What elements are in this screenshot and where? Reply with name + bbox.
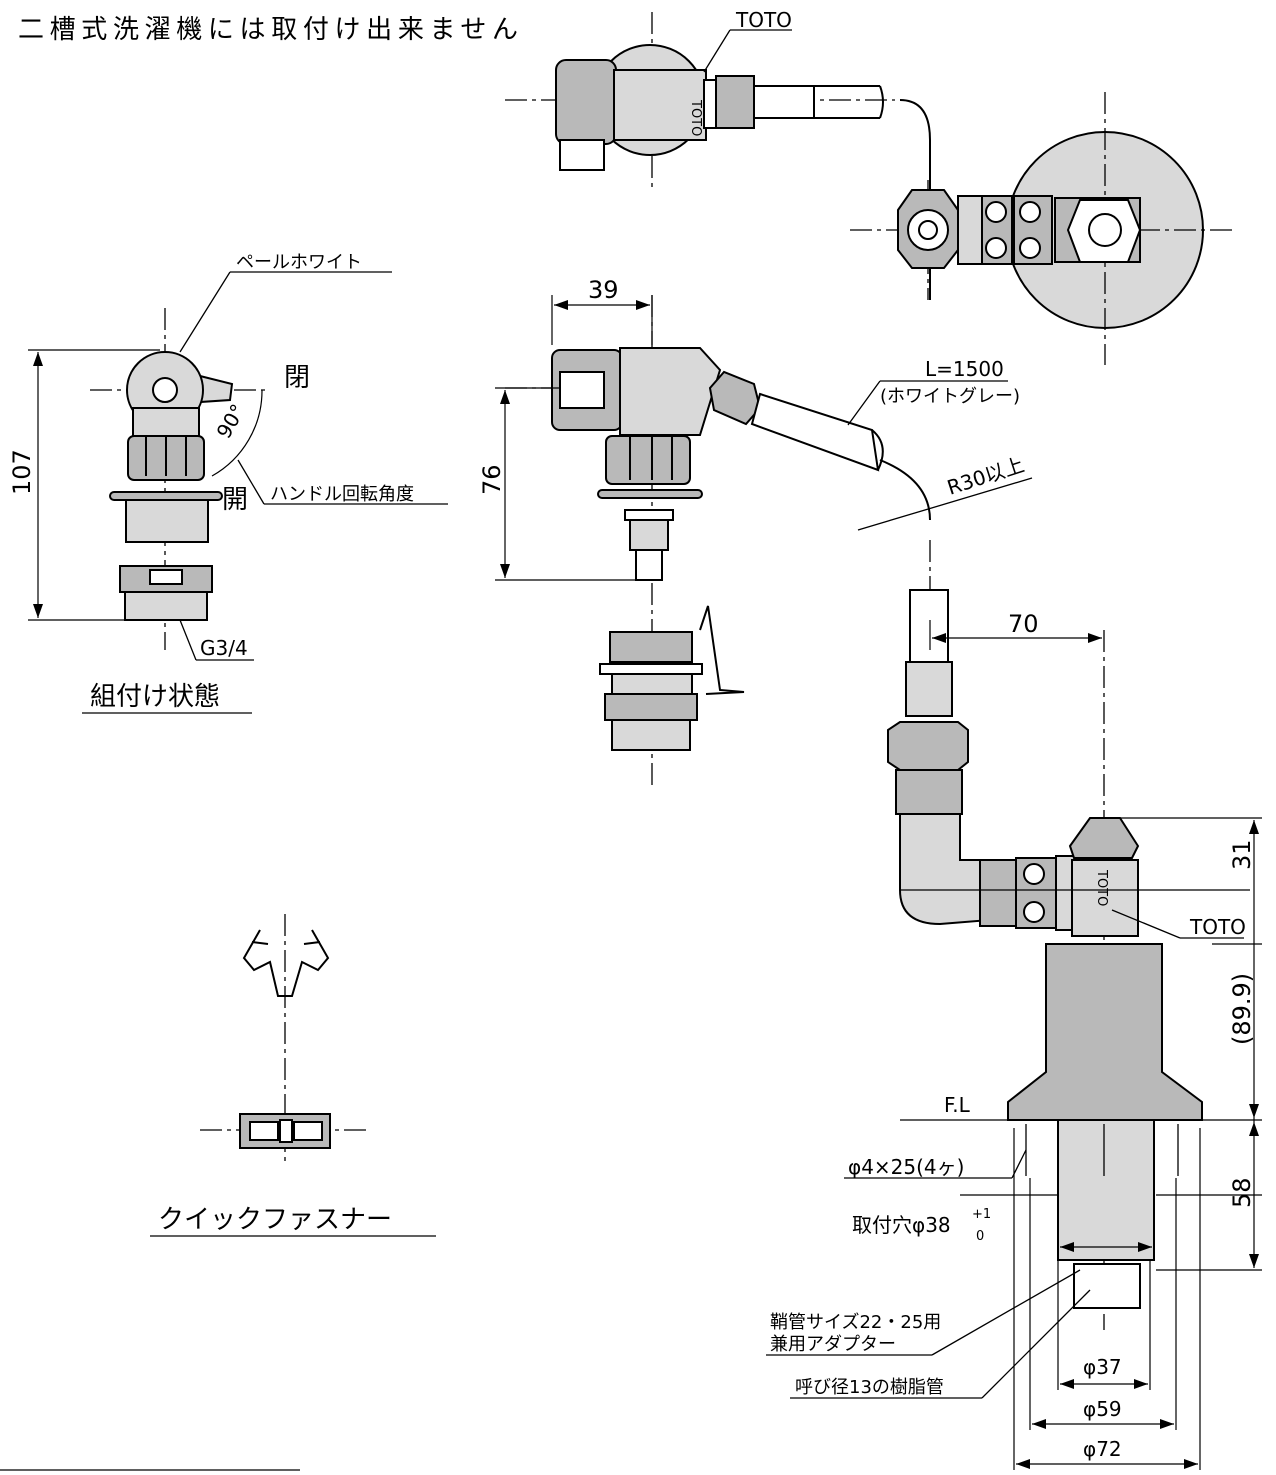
sheath-adapter-line2: 兼用アダプター [770, 1334, 896, 1355]
handle-rotation-label: ハンドル回転角度 [270, 484, 414, 505]
dim-89-9: (89.9) [1228, 973, 1256, 1045]
sheath-adapter-line1: 鞘管サイズ22・25用 [770, 1312, 941, 1333]
assembled-state-title: 組付け状態 [90, 682, 220, 712]
screws-label: φ4×25(4ヶ) [848, 1155, 964, 1179]
quick-fastener-title: クイックファスナー [158, 1205, 392, 1235]
dim-31: 31 [1228, 839, 1256, 870]
valve-side-view [505, 295, 931, 790]
dim-phi37: φ37 [1083, 1355, 1122, 1379]
closed-label: 閉 [284, 363, 310, 393]
dim-phi59: φ59 [1083, 1397, 1122, 1421]
valve-top-view: TOTO [505, 12, 931, 300]
mount-hole-label: 取付穴φ38 [852, 1213, 951, 1237]
g34-label: G3/4 [200, 636, 248, 660]
angle-90-label: 90° [212, 400, 251, 443]
dim-58: 58 [1228, 1177, 1256, 1208]
note-no-twin-tub: 二槽式洗濯機には取付け出来ません [18, 15, 518, 45]
quick-fastener-view [200, 914, 370, 1165]
open-label: 開 [222, 485, 248, 515]
body-logo: TOTO [1094, 869, 1109, 906]
dim-phi72: φ72 [1083, 1437, 1122, 1461]
mount-hole-tol-plus: +1 [972, 1207, 991, 1222]
toto-label-top: TOTO [735, 8, 792, 32]
bend-radius-label: R30以上 [944, 452, 1027, 499]
dim-70: 70 [1008, 610, 1039, 638]
hose-length-label: L=1500 [925, 357, 1004, 381]
mini-logo-top: TOTO [688, 99, 703, 136]
hose-color-label: (ホワイトグレー) [880, 386, 1020, 407]
mount-hole-tol-zero: 0 [976, 1229, 984, 1244]
installed-side-view: TOTO [887, 540, 1250, 1330]
pale-white-label: ペールホワイト [236, 252, 362, 273]
resin-pipe-label: 呼び径13の樹脂管 [795, 1377, 944, 1398]
floor-line-label: F.L [944, 1093, 971, 1117]
toto-label-right: TOTO [1189, 915, 1246, 939]
assembled-state-view [90, 308, 270, 650]
dim-107: 107 [8, 449, 36, 495]
valve-front-view [850, 92, 1235, 365]
dim-39: 39 [588, 276, 619, 304]
dim-76: 76 [478, 464, 506, 495]
